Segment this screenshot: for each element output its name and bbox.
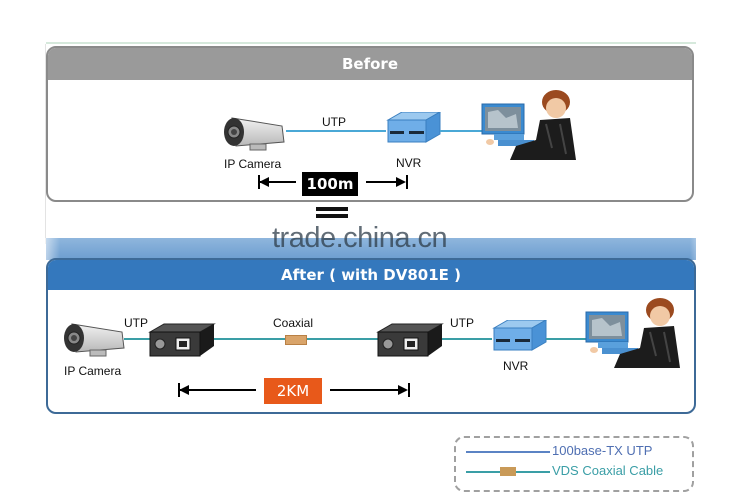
after-distance-end-bar — [408, 383, 410, 397]
after-distance-label: 2KM — [264, 378, 322, 404]
after-nvr-label: NVR — [503, 359, 529, 373]
legend-utp-label: 100base-TX UTP — [552, 443, 653, 458]
arrowhead-right-icon — [396, 177, 406, 187]
after-camera-label: IP Camera — [64, 364, 122, 378]
before-nvr-pc-cable — [440, 130, 484, 132]
watermark: trade.china.cn — [272, 222, 448, 254]
after-nvr-pc-cable — [546, 338, 590, 340]
nvr-icon — [386, 112, 442, 143]
operator-workstation-icon — [585, 298, 680, 368]
coax-connector-icon — [285, 335, 307, 345]
equals-icon-lower — [316, 214, 348, 218]
before-panel: Before — [46, 46, 694, 202]
ip-camera-icon — [224, 117, 285, 151]
legend-utp-swatch — [466, 451, 550, 453]
left-rule — [45, 44, 46, 244]
top-rule — [46, 42, 696, 44]
after-coax-label: Coaxial — [273, 316, 314, 330]
legend — [454, 436, 694, 492]
dv801e-transmitter-icon — [148, 323, 216, 357]
after-header-shadow — [46, 238, 696, 260]
before-nvr-label: NVR — [396, 156, 422, 170]
before-title: Before — [48, 48, 692, 80]
nvr-icon — [492, 320, 548, 351]
fade-right — [690, 238, 750, 260]
before-utp-cable — [286, 130, 386, 132]
before-distance-label: 100m — [302, 172, 358, 196]
legend-coax-label: VDS Coaxial Cable — [552, 463, 664, 478]
after-utp-label-1: UTP — [124, 316, 148, 330]
before-distance-arrow-left — [260, 181, 296, 183]
after-distance-arrow-left — [180, 389, 256, 391]
before-utp-label: UTP — [322, 115, 346, 129]
equals-icon — [316, 207, 348, 211]
arrowhead-right-icon — [398, 385, 408, 395]
legend-coax-connector-icon — [500, 467, 516, 476]
after-utp-label-2: UTP — [450, 316, 474, 330]
before-camera-label: IP Camera — [224, 157, 282, 171]
after-utp-cable-1 — [124, 338, 152, 340]
operator-workstation-icon — [481, 90, 576, 160]
before-distance-end-bar — [406, 175, 408, 189]
dv801e-receiver-icon — [376, 323, 444, 357]
ip-camera-icon — [64, 323, 125, 357]
arrowhead-left-icon — [259, 177, 269, 187]
after-utp-cable-2 — [442, 338, 492, 340]
fade-left — [0, 238, 60, 260]
arrowhead-left-icon — [179, 385, 189, 395]
after-distance-arrow-right — [330, 389, 406, 391]
after-title: After ( with DV801E ) — [48, 260, 694, 290]
before-distance-arrow-right — [366, 181, 402, 183]
